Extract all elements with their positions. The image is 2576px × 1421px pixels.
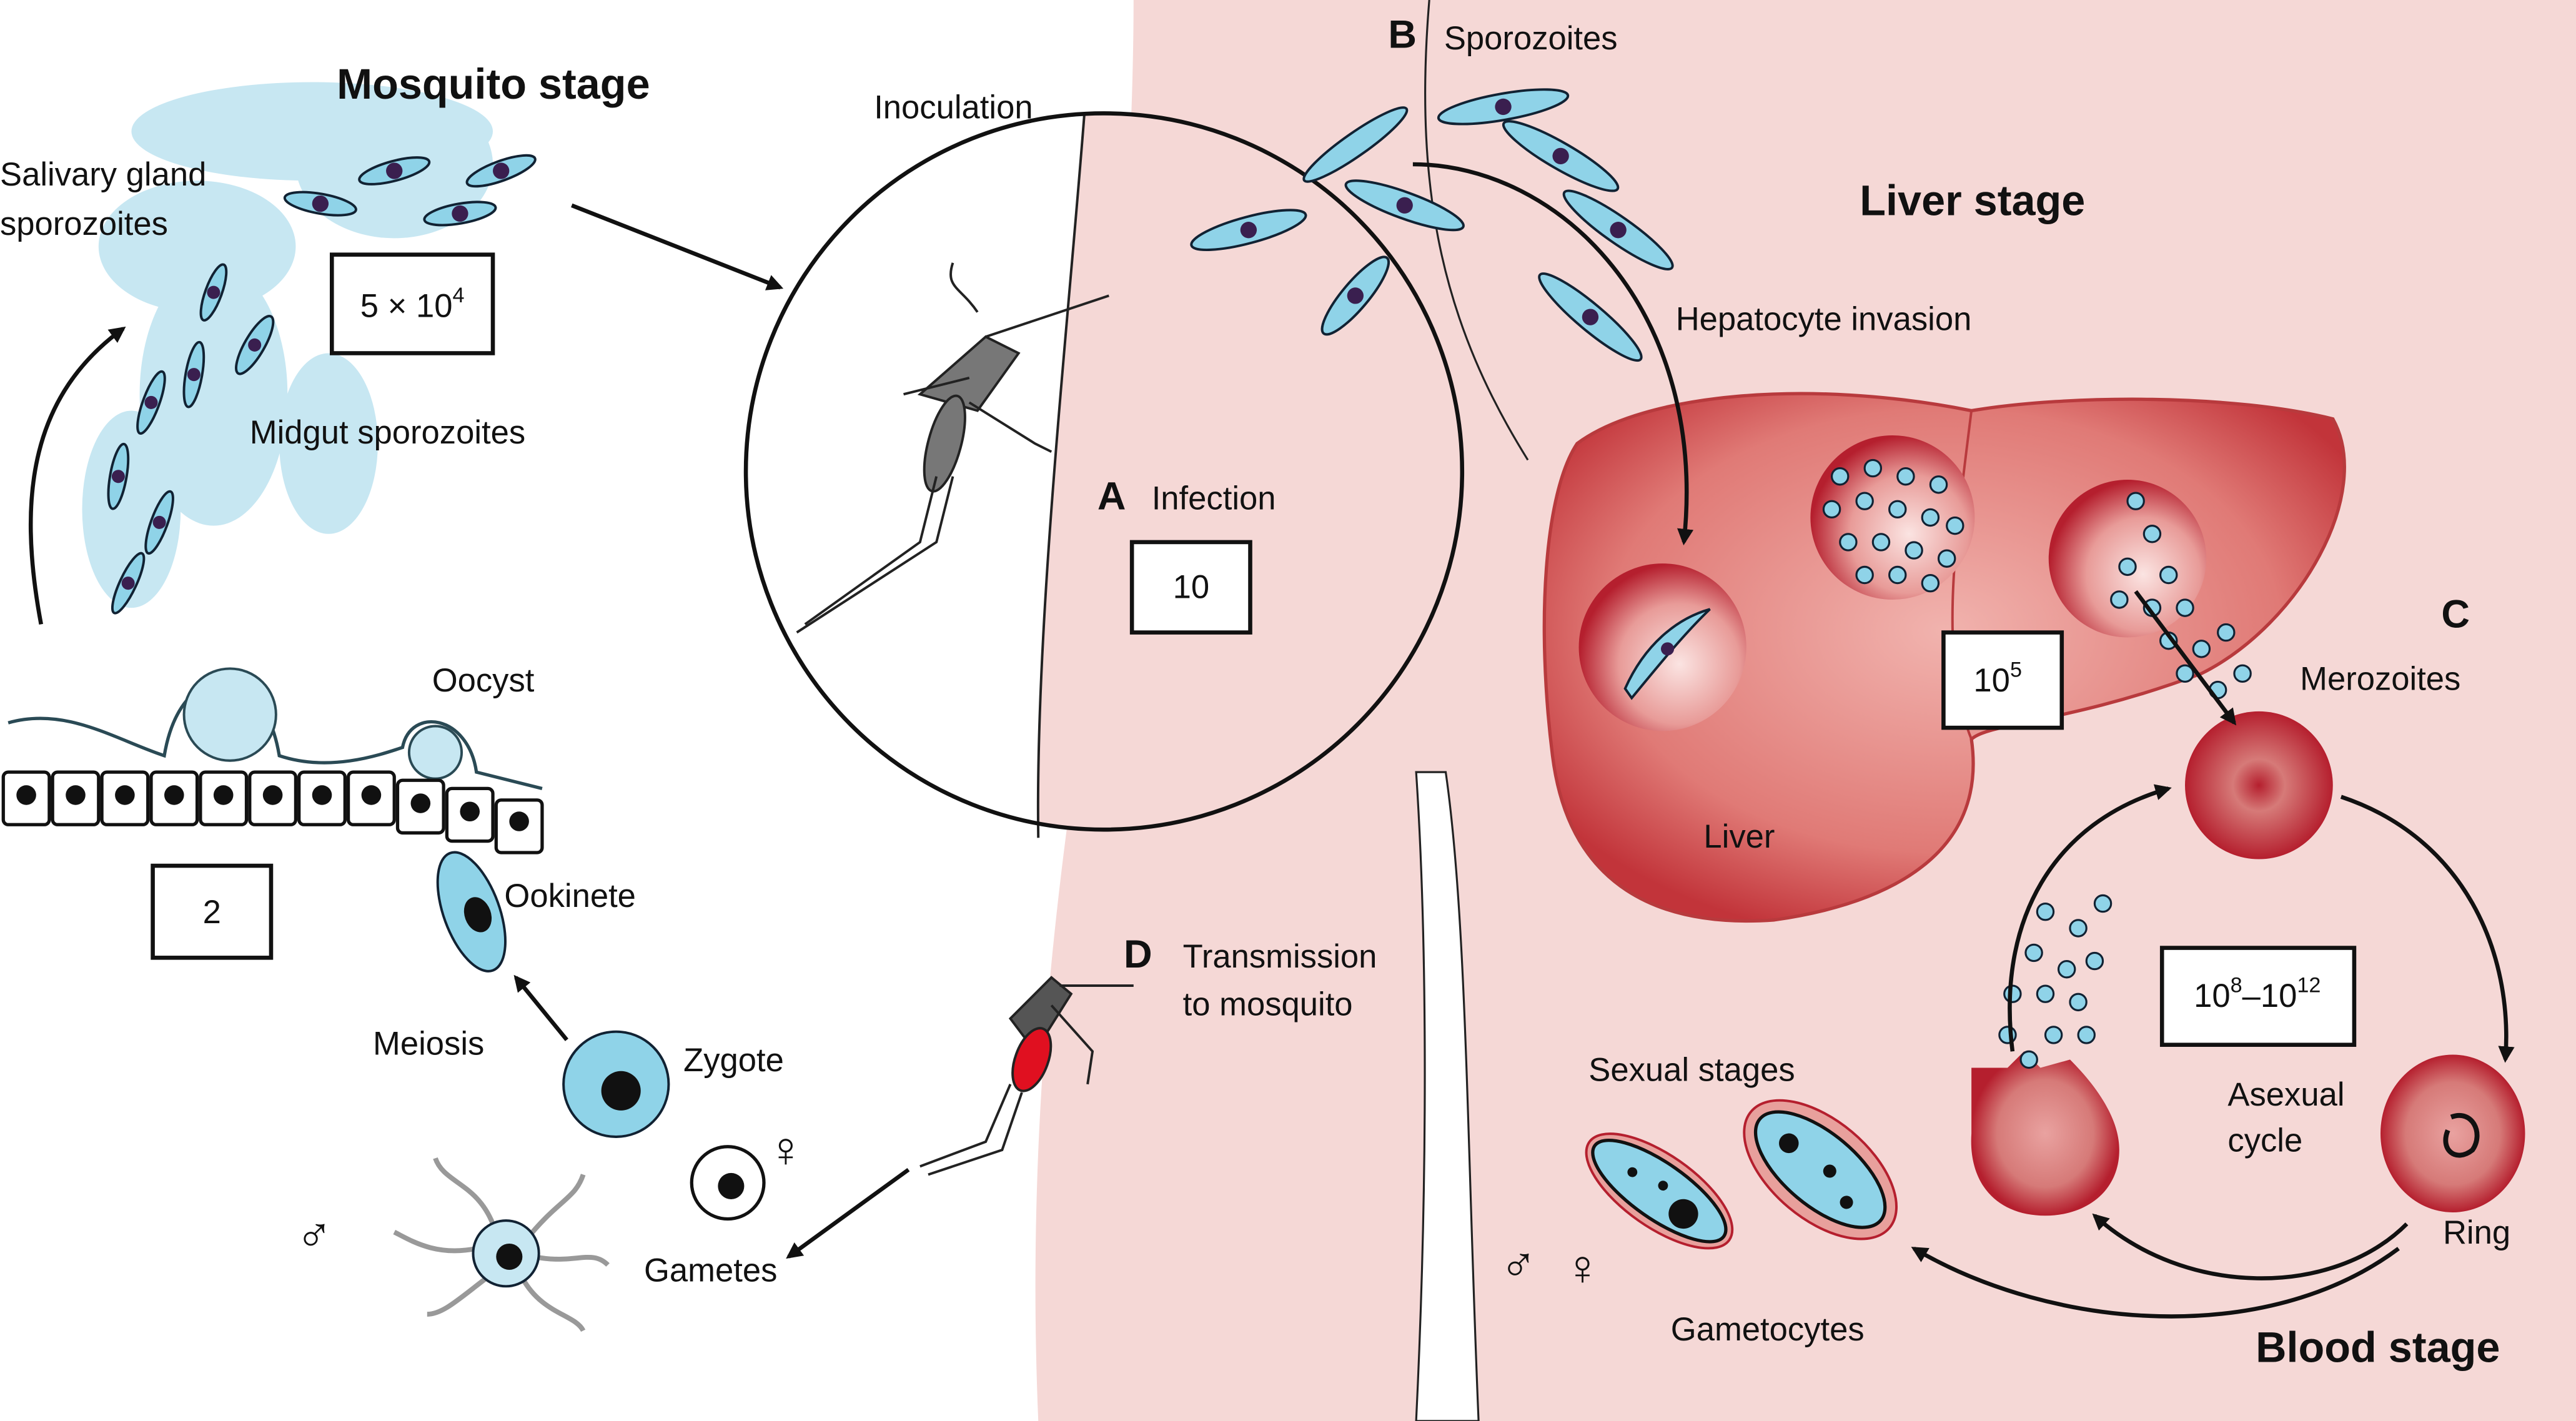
arm-outline — [1424, 0, 1529, 461]
arrow-ring-to-gametocytes — [1911, 1247, 2400, 1319]
label-inoculation: Inoculation — [874, 89, 1033, 126]
label-sporozoites: Sporozoites — [1444, 20, 1618, 57]
male-symbol: ♂ — [295, 1207, 332, 1262]
count-box-mosquito: 5 × 104 — [329, 252, 495, 355]
arrow-zygote-to-ookinete — [513, 974, 568, 1041]
label-transmission-2: to mosquito — [1183, 986, 1353, 1022]
svg-text:5 × 104: 5 × 104 — [360, 284, 465, 325]
svg-text:2: 2 — [203, 894, 221, 931]
letter-b: B — [1388, 12, 1417, 56]
label-midgut: Midgut sporozoites — [250, 414, 525, 451]
arrow-to-gametes — [786, 1167, 910, 1259]
label-asexual: Asexual — [2227, 1076, 2344, 1113]
label-gametocytes: Gametocytes — [1671, 1311, 1865, 1348]
arrow-rbc-to-ring — [2340, 795, 2515, 1063]
arrow-merozoite-release — [2134, 590, 2237, 726]
label-hepatocyte-invasion: Hepatocyte invasion — [1676, 301, 1972, 338]
arrow-ring-to-schizont — [2092, 1213, 2409, 1280]
mosquito-stage-heading: Mosquito stage — [337, 61, 650, 108]
male-gamete — [393, 1157, 610, 1332]
male-symbol-gametocyte: ♂ — [1500, 1237, 1537, 1292]
label-salivary-2: sporozoites — [0, 205, 168, 242]
label-salivary: Salivary gland — [0, 156, 206, 193]
skin-sporozoites — [1190, 88, 1674, 362]
feeding-mosquito-icon — [919, 976, 1134, 1176]
svg-text:105: 105 — [1973, 658, 2022, 700]
merozoite-infected-rbc — [2185, 711, 2333, 859]
midgut-epithelium — [1, 667, 544, 854]
blood-stage-heading: Blood stage — [2256, 1324, 2500, 1371]
oocyst-small — [407, 725, 463, 780]
label-infection: Infection — [1152, 480, 1276, 517]
letter-a: A — [1097, 474, 1126, 518]
bursting-rbc — [1971, 1051, 2119, 1216]
oocyst-large — [182, 667, 277, 762]
ookinete — [436, 851, 507, 973]
liver-stage-heading: Liver stage — [1860, 177, 2085, 225]
label-zygote: Zygote — [683, 1042, 784, 1079]
svg-text:108–1012: 108–1012 — [2194, 974, 2321, 1015]
count-box-infection: 10 — [1129, 540, 1252, 635]
arrow-hepatocyte-invasion — [1412, 162, 1694, 546]
label-sexual-stages: Sexual stages — [1588, 1052, 1795, 1089]
label-liver: Liver — [1703, 818, 1775, 855]
label-transmission: Transmission — [1183, 938, 1377, 975]
zygote — [562, 1030, 670, 1138]
svg-text:10: 10 — [1173, 568, 1210, 605]
mosquito-icon — [796, 262, 1109, 634]
ring-stage-rbc — [2380, 1054, 2525, 1212]
letter-d: D — [1124, 933, 1152, 976]
label-gametes: Gametes — [644, 1252, 777, 1289]
female-symbol-gametocyte: ♀ — [1564, 1240, 1601, 1295]
gametocytes — [1585, 1099, 1898, 1250]
liver-merozoites — [1822, 458, 2252, 700]
label-meiosis: Meiosis — [373, 1025, 484, 1062]
count-box-liver: 105 — [1941, 630, 2064, 730]
arrow-to-inoculation — [571, 203, 784, 290]
arm-gap — [1415, 771, 1480, 1421]
schizont-hepatocyte — [1810, 435, 1975, 600]
salivary-sporozoites — [107, 154, 537, 615]
letter-c: C — [2441, 593, 2470, 636]
count-box-blood: 108–1012 — [2159, 946, 2357, 1047]
label-oocyst: Oocyst — [432, 662, 535, 699]
arrow-burst-to-rbc — [2008, 784, 2172, 1052]
label-ring: Ring — [2443, 1214, 2510, 1251]
blood-merozoites — [1998, 894, 2113, 1069]
arrow-oocyst-to-salivary — [29, 326, 126, 625]
count-box-oocyst: 2 — [151, 863, 274, 960]
label-ookinete: Ookinete — [504, 878, 636, 914]
label-asexual-2: cycle — [2227, 1122, 2302, 1159]
female-symbol: ♀ — [767, 1122, 804, 1177]
label-merozoites: Merozoites — [2300, 661, 2460, 698]
female-gamete — [690, 1145, 766, 1221]
